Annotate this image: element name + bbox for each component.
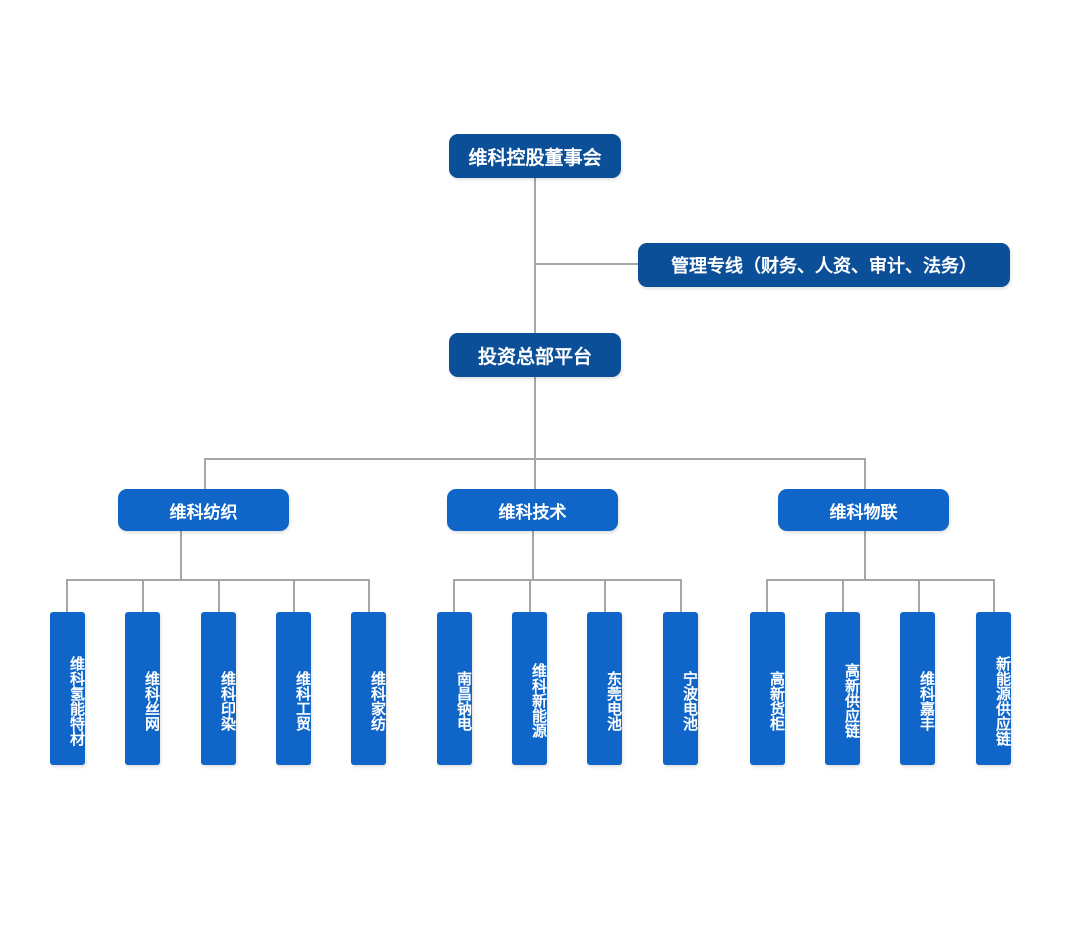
- connector-leaf: [918, 579, 920, 613]
- connector-root-platform: [534, 178, 536, 335]
- connector-leaf: [142, 579, 144, 613]
- connector-leaf: [453, 579, 455, 613]
- group-node: 维科纺织: [118, 489, 289, 531]
- company-node: 高新供应链: [825, 612, 861, 765]
- root-node: 维科控股董事会: [449, 134, 621, 178]
- connector-group-1-down: [180, 530, 182, 580]
- connector-group-2: [534, 458, 536, 490]
- company-node: 高新货柜: [750, 612, 786, 765]
- connector-leaf: [293, 579, 295, 613]
- group-node: 维科技术: [447, 489, 618, 531]
- company-node: 维科嘉丰: [900, 612, 936, 765]
- company-node: 维科氢能特材: [50, 612, 86, 765]
- company-node: 维科印染: [201, 612, 237, 765]
- company-node: 维科家纺: [351, 612, 387, 765]
- management-node: 管理专线（财务、人资、审计、法务）: [638, 243, 1010, 287]
- connector-leaf: [680, 579, 682, 613]
- connector-platform-bus: [534, 376, 536, 459]
- connector-group-1: [204, 458, 206, 490]
- connector-group-3: [864, 458, 866, 490]
- company-node: 新能源供应链: [976, 612, 1012, 765]
- connector-leaf: [529, 579, 531, 613]
- connector-leaf: [604, 579, 606, 613]
- company-node: 东莞电池: [587, 612, 623, 765]
- connector-leaf: [66, 579, 68, 613]
- connector-leaf: [993, 579, 995, 613]
- company-node: 维科丝网: [125, 612, 161, 765]
- platform-node: 投资总部平台: [449, 333, 621, 377]
- company-node: 宁波电池: [663, 612, 699, 765]
- connector-group-2-bus: [453, 579, 682, 581]
- connector-leaf: [368, 579, 370, 613]
- group-node: 维科物联: [778, 489, 949, 531]
- connector-group-3-down: [864, 530, 866, 580]
- connector-leaf: [842, 579, 844, 613]
- connector-leaf: [218, 579, 220, 613]
- connector-management: [534, 263, 638, 265]
- connector-leaf: [766, 579, 768, 613]
- connector-group-2-down: [532, 530, 534, 580]
- company-node: 南昌钠电: [437, 612, 473, 765]
- company-node: 维科新能源: [512, 612, 548, 765]
- company-node: 维科工贸: [276, 612, 312, 765]
- connector-group-3-bus: [766, 579, 995, 581]
